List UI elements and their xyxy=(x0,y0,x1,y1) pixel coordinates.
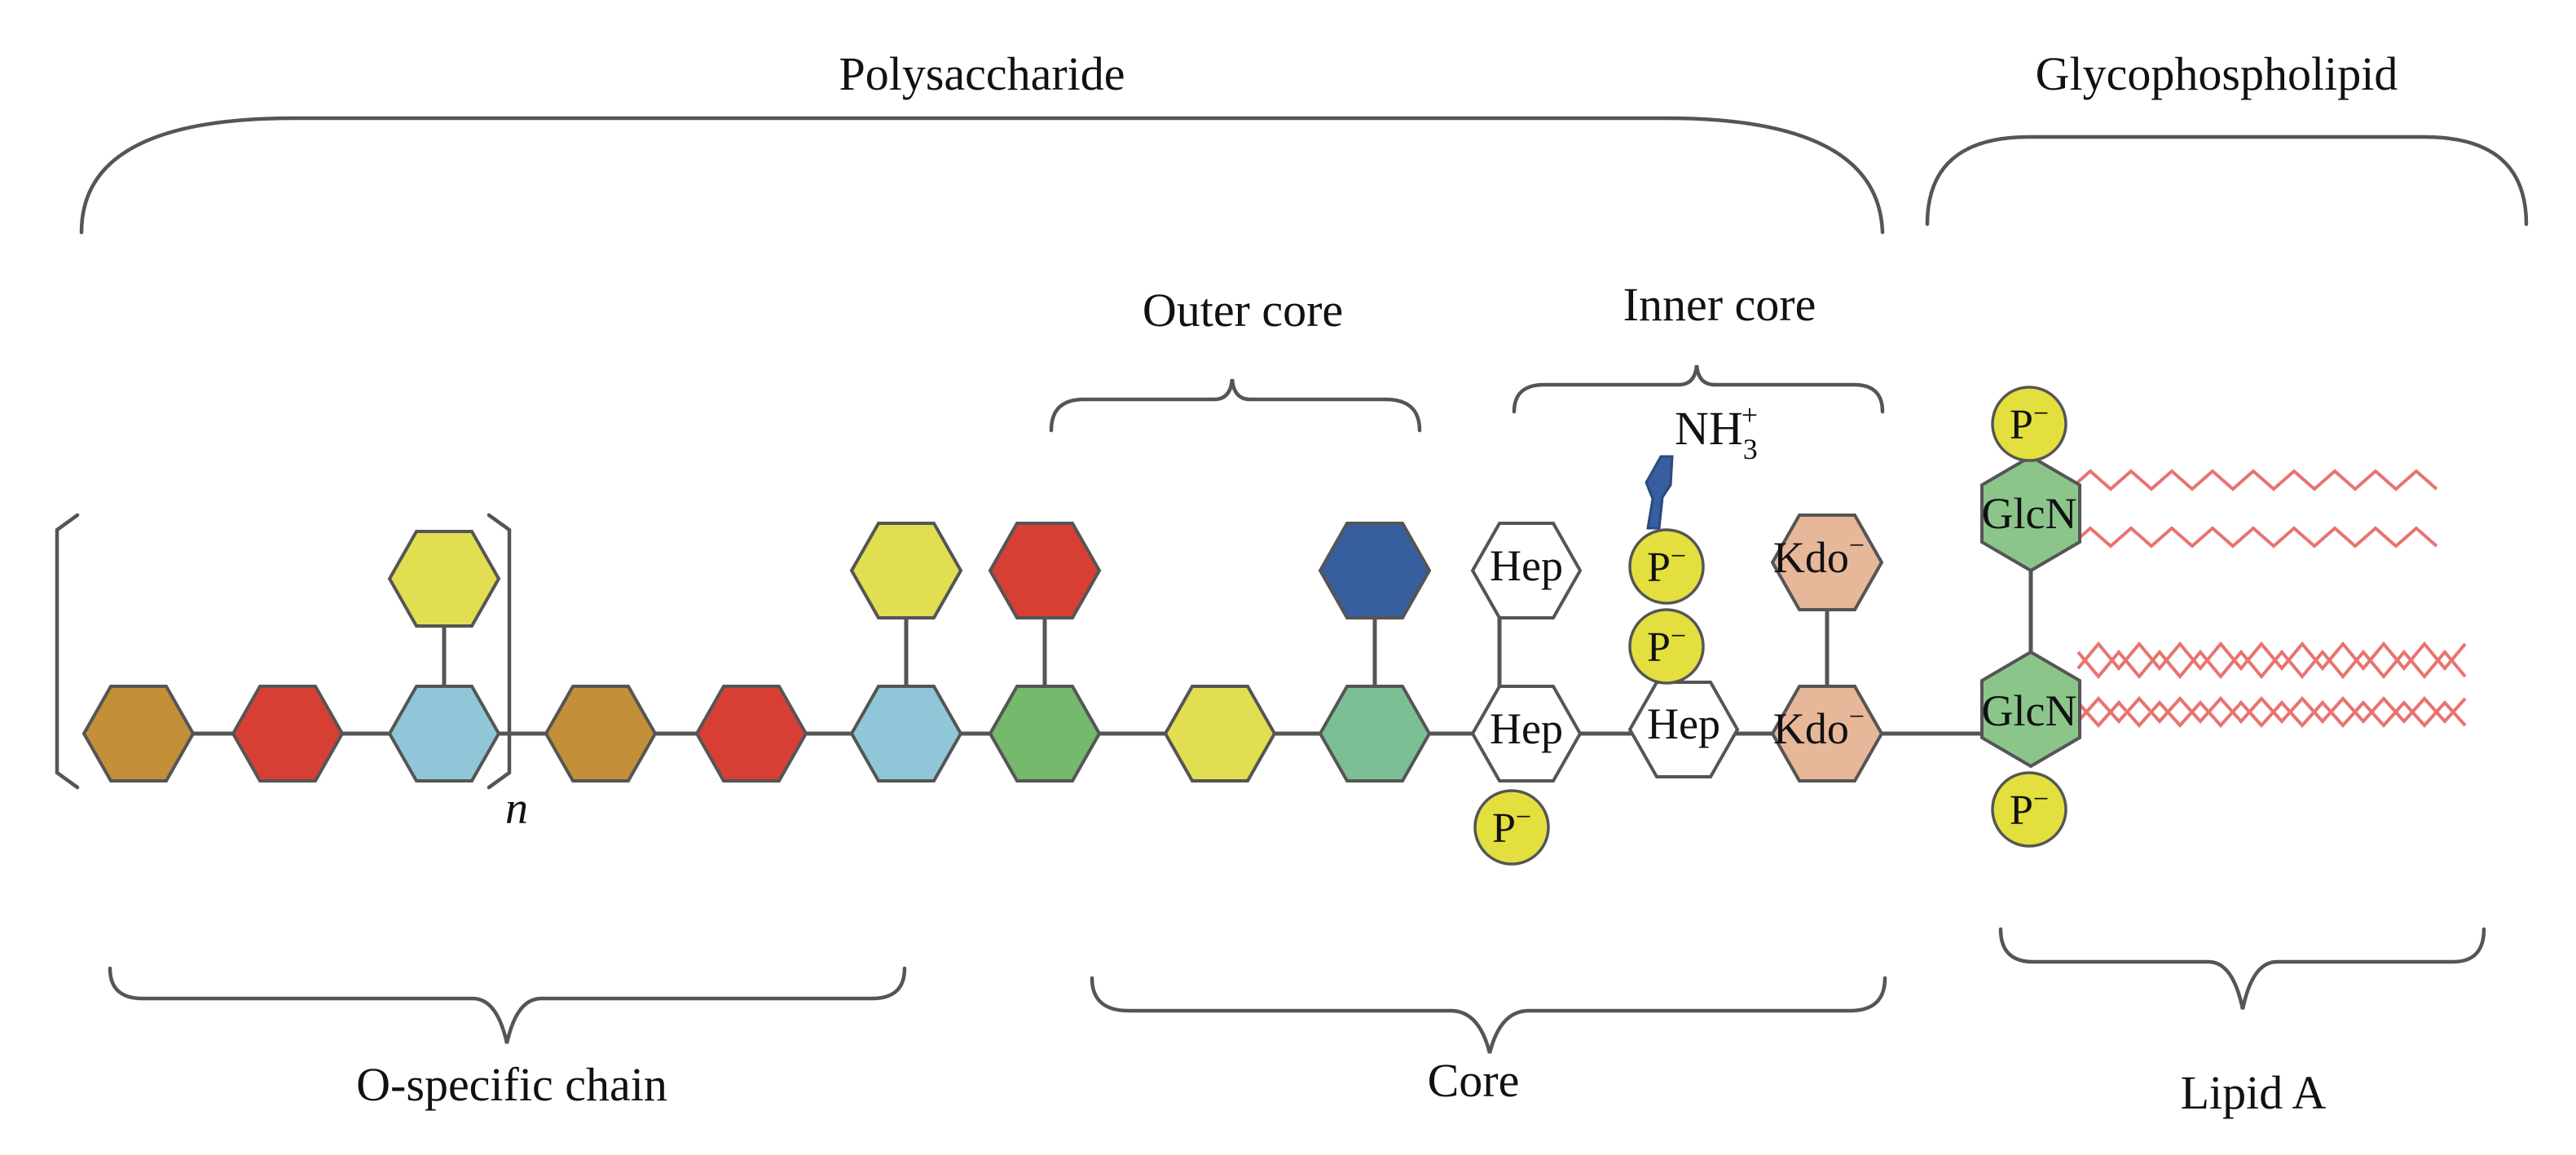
repeat-unit-bracket-left xyxy=(55,513,80,790)
kdo-residue xyxy=(1770,514,1884,611)
nh3-label-base: NH xyxy=(1675,402,1743,455)
fatty-acid-chains xyxy=(2068,469,2467,729)
phosphate-circle xyxy=(1628,608,1705,685)
phosphate-label: P− xyxy=(2010,399,2049,448)
dark-blue-hexose xyxy=(1318,522,1432,619)
glcn-residue xyxy=(1980,454,2081,573)
glcn-residue xyxy=(1980,650,2081,769)
phosphate-label-charge: − xyxy=(1516,802,1531,832)
phosphate-label-base: P xyxy=(2010,402,2033,448)
sugar-residues xyxy=(81,454,2081,782)
fatty-acid-chain xyxy=(2076,695,2467,725)
teal-green-hexose xyxy=(1318,685,1432,782)
phosphate-label-base: P xyxy=(1647,624,1671,671)
phosphate-label: P− xyxy=(1492,802,1531,852)
glycophospholipid-brace xyxy=(1925,134,2529,227)
kdo-label-charge: − xyxy=(1849,531,1865,561)
phosphate-label: P− xyxy=(1647,541,1686,591)
phosphate-circle xyxy=(1991,386,2067,462)
light-blue-hexose xyxy=(849,685,963,782)
kdo-residue xyxy=(1770,685,1884,782)
glcn-label: GlcN xyxy=(1982,489,2077,538)
hep-label: Hep xyxy=(1490,704,1563,753)
brown-hexose xyxy=(544,685,658,782)
fatty-acid-chain xyxy=(2068,469,2438,492)
phosphate-circle xyxy=(1473,789,1550,866)
o-specific-chain-brace xyxy=(108,966,907,1044)
phosphate-label: P− xyxy=(2010,784,2049,834)
yellow-hexose xyxy=(849,522,963,619)
nh3-label: NH3+ xyxy=(1675,399,1758,465)
glycophospholipid-label: Glycophospholipid xyxy=(2036,47,2398,100)
repeat-unit-bracket-right xyxy=(487,513,512,790)
fatty-acid-chain xyxy=(2076,699,2467,729)
brown-hexose xyxy=(81,685,196,782)
phosphate-label-charge: − xyxy=(1671,621,1686,651)
phosphate-label-charge: − xyxy=(1671,541,1686,571)
fatty-acid-chain xyxy=(2076,641,2467,672)
nh3-label-subscript: 3 xyxy=(1743,433,1758,465)
phosphate-circle xyxy=(1628,528,1705,605)
polysaccharide-brace xyxy=(79,116,1885,235)
phosphate-label-base: P xyxy=(1647,544,1671,591)
kdo-label-base: Kdo xyxy=(1773,704,1849,753)
o-specific-chain-label: O-specific chain xyxy=(356,1058,667,1111)
red-hexose xyxy=(988,522,1102,619)
repeat-count-label: n xyxy=(505,783,528,834)
kdo-label-base: Kdo xyxy=(1773,533,1849,582)
hep-label: Hep xyxy=(1490,541,1563,590)
red-hexose xyxy=(694,685,808,782)
hep-residue xyxy=(1470,522,1583,619)
polysaccharide-label: Polysaccharide xyxy=(839,47,1125,100)
green-hexose xyxy=(988,685,1102,782)
lipid-a-brace xyxy=(1998,927,2486,1010)
glcn-label: GlcN xyxy=(1982,686,2077,735)
inner-core-brace xyxy=(1512,364,1885,414)
outer-core-label: Outer core xyxy=(1143,284,1343,337)
fatty-acid-chain xyxy=(2076,649,2467,680)
kdo-label-charge: − xyxy=(1849,702,1865,732)
phosphate-label-base: P xyxy=(1492,805,1516,852)
fatty-acid-chain xyxy=(2068,526,2438,549)
phosphate-label: P− xyxy=(1647,621,1686,671)
kdo-label: Kdo− xyxy=(1773,702,1865,753)
red-hexose xyxy=(231,685,345,782)
hep-residue xyxy=(1470,685,1583,782)
core-label: Core xyxy=(1428,1054,1520,1107)
lipid-a-label: Lipid A xyxy=(2181,1066,2327,1119)
phosphate-label-charge: − xyxy=(2033,399,2049,429)
core-brace xyxy=(1090,976,1887,1054)
phosphate-label-base: P xyxy=(2010,787,2033,834)
ethanolamine-linker xyxy=(1645,455,1674,530)
phosphate-groups: P− P− P− P− P− xyxy=(1473,386,2067,866)
phosphate-label-charge: − xyxy=(2033,784,2049,814)
kdo-label: Kdo− xyxy=(1773,531,1865,582)
phosphate-circle xyxy=(1991,771,2067,848)
outer-core-brace xyxy=(1049,378,1422,433)
inner-core-label: Inner core xyxy=(1623,278,1816,331)
yellow-hexose xyxy=(1163,685,1277,782)
nh3-label-charge: + xyxy=(1742,399,1758,431)
light-blue-hexose xyxy=(387,685,501,782)
yellow-hexose xyxy=(387,530,501,628)
hep-label: Hep xyxy=(1647,699,1720,748)
